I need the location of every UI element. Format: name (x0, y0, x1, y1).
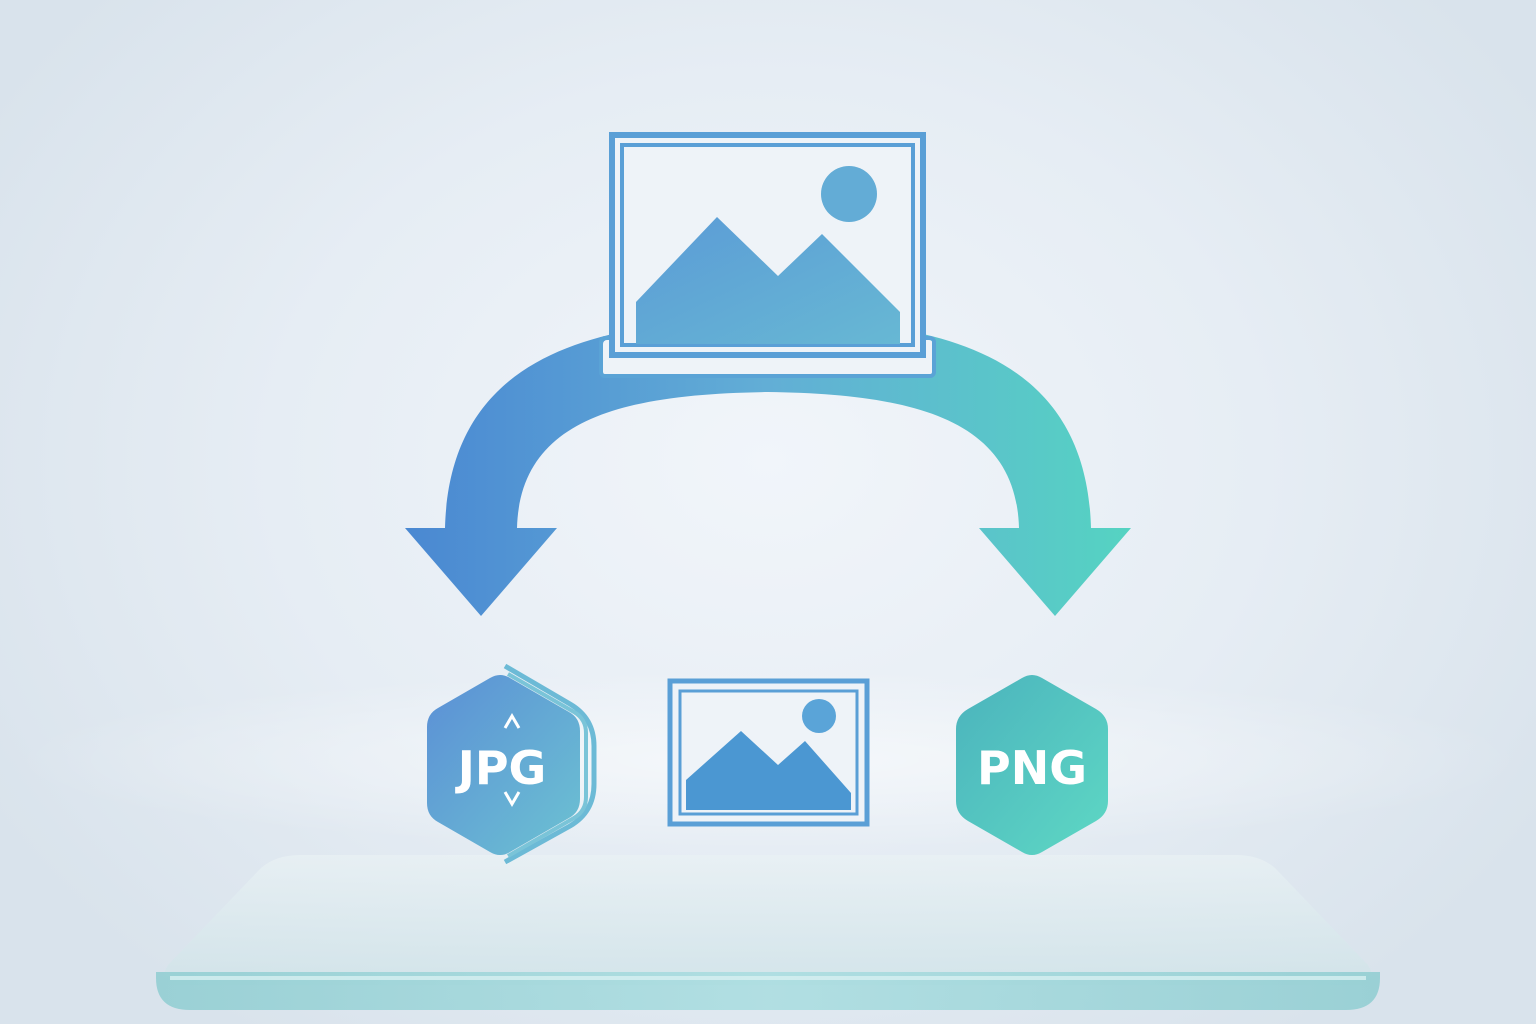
middle-image-icon (667, 678, 870, 827)
arrow-down-left-icon (405, 318, 768, 616)
glass-platform (156, 855, 1380, 1010)
arrow-down-right-icon (768, 318, 1131, 616)
jpg-down-chevron-icon (503, 791, 521, 807)
jpg-up-chevron-icon (503, 713, 521, 729)
jpg-badge: JPG (427, 663, 597, 865)
source-image-icon (599, 132, 936, 378)
png-badge: PNG (956, 675, 1108, 855)
png-label: PNG (977, 741, 1087, 795)
jpg-label: JPG (455, 741, 547, 795)
split-arrow (405, 318, 1131, 616)
